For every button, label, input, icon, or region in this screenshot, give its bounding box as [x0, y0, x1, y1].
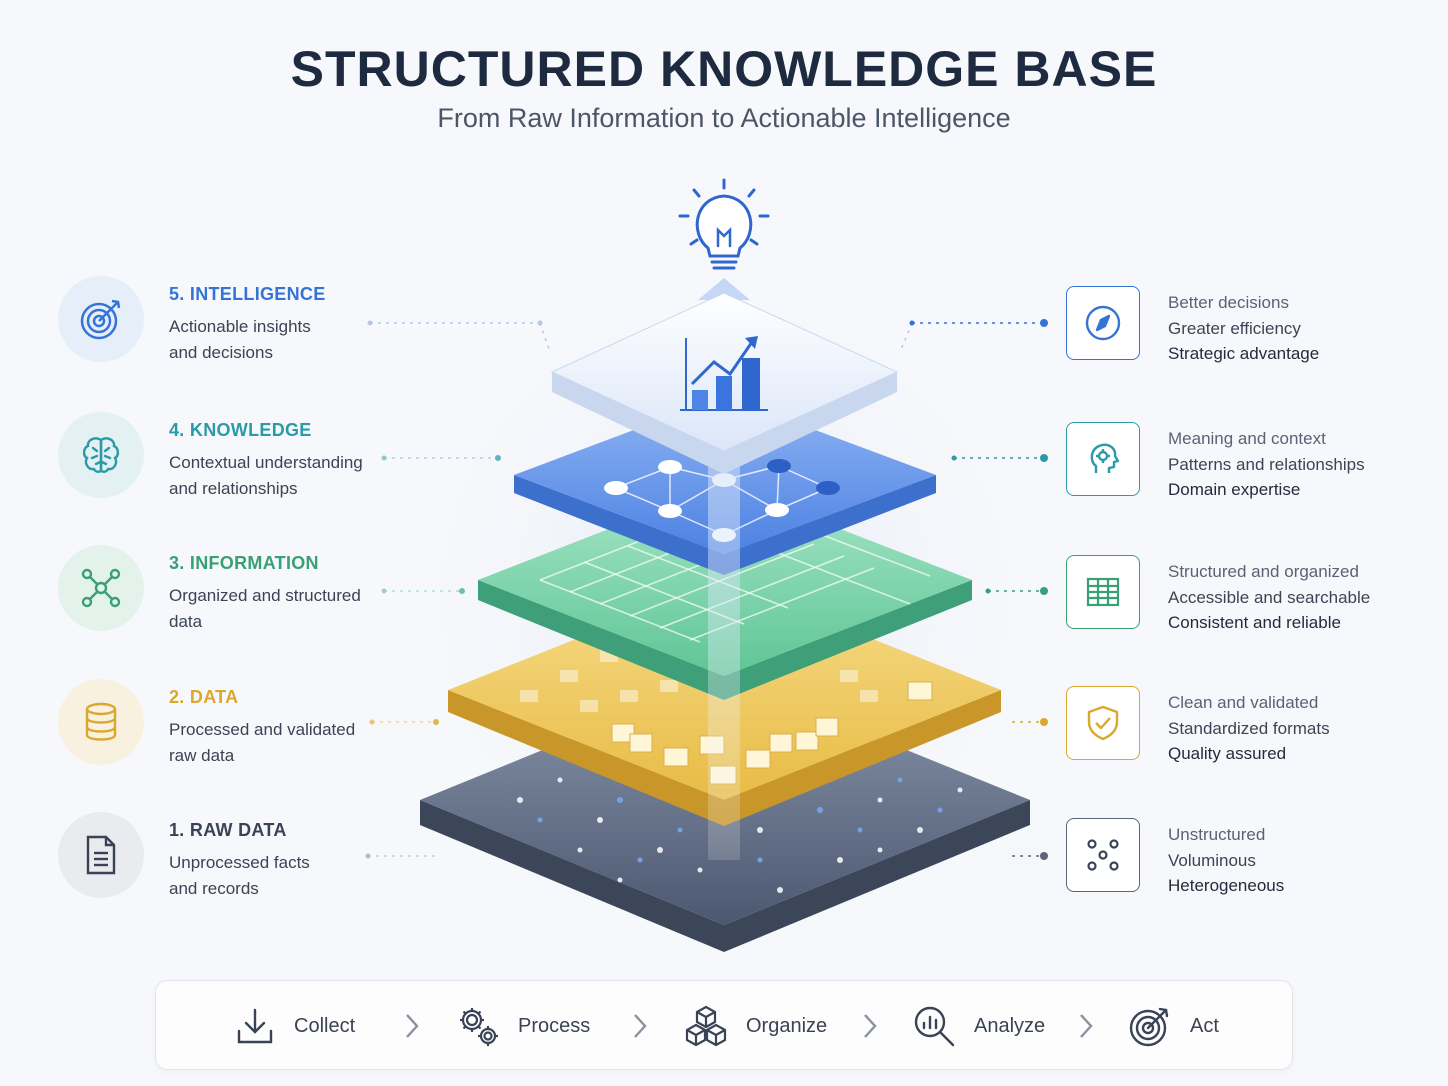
level-title: 2. DATA [169, 687, 239, 707]
right-connector-dots [909, 319, 1048, 860]
network-icon [81, 568, 121, 608]
chevron-right-icon [1080, 1014, 1093, 1038]
flow-step-organize: Organize [684, 1003, 827, 1049]
brain-icon [82, 437, 120, 473]
level-icon-circle [58, 812, 144, 898]
flow-step-collect: Collect [234, 1003, 355, 1049]
level-title: 1. RAW DATA [169, 820, 287, 840]
benefit-icon-box [1066, 818, 1140, 892]
benefit-icon-box [1066, 286, 1140, 360]
flow-step-process: Process [456, 1003, 590, 1049]
page-title: STRUCTURED KNOWLEDGE BASE [290, 41, 1158, 97]
head-gear-icon [1090, 443, 1120, 473]
lightbulb-icon [678, 178, 770, 270]
level-icon-circle [58, 412, 144, 498]
level-icon-circle [58, 679, 144, 765]
right-connectors [899, 322, 1044, 857]
flow-step-act: Act [1128, 1003, 1219, 1049]
page-subtitle: From Raw Information to Actionable Intel… [437, 103, 1011, 133]
benefit-icon-box [1066, 422, 1140, 496]
table-icon [1086, 577, 1120, 607]
left-connectors [368, 322, 551, 857]
beam-arrow-icon [698, 278, 750, 300]
download-icon [237, 1008, 273, 1044]
database-icon [85, 702, 117, 741]
target-arrow-icon [1129, 1007, 1169, 1047]
flow-step-label: Analyze [974, 1014, 1046, 1037]
chevron-right-icon [406, 1014, 419, 1038]
level-icon-circle [58, 545, 144, 631]
flow-step-label: Process [518, 1014, 591, 1037]
chevron-right-icon [634, 1014, 647, 1038]
benefit-icon-box [1066, 555, 1140, 629]
level-title: 4. KNOWLEDGE [169, 420, 312, 440]
level-title: 5. INTELLIGENCE [169, 284, 326, 304]
target-icon [80, 299, 121, 340]
level-icon-circle [58, 276, 144, 362]
process-flow-bar: Collect Process Organize Analyze [155, 980, 1293, 1070]
magnifier-chart-icon [914, 1006, 955, 1047]
flow-step-label: Collect [294, 1014, 356, 1037]
chart-growth-icon [680, 336, 768, 411]
cubes-icon [685, 1005, 727, 1047]
flow-step-label: Act [1190, 1014, 1219, 1037]
chevron-right-icon [864, 1014, 877, 1038]
gears-icon [460, 1008, 498, 1046]
compass-icon [1085, 305, 1121, 341]
left-connector-dots [365, 320, 543, 859]
level-title: 3. INFORMATION [169, 553, 319, 573]
document-icon [86, 835, 116, 875]
layer-intelligence [550, 292, 899, 474]
benefit-icon-box [1066, 686, 1140, 760]
scatter-dots-icon [1087, 839, 1119, 871]
flow-step-analyze: Analyze [912, 1003, 1045, 1049]
flow-step-label: Organize [746, 1014, 828, 1037]
shield-check-icon [1087, 705, 1119, 741]
